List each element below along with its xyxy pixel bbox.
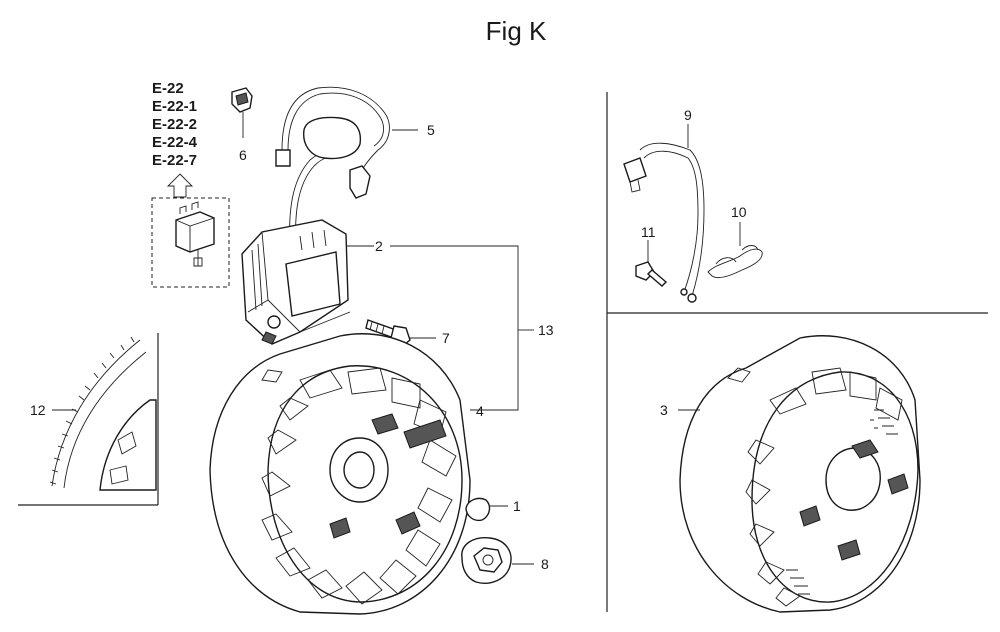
callout-5: 5	[427, 122, 435, 138]
part-4-flywheel	[209, 333, 471, 615]
callout-12: 12	[30, 402, 46, 418]
part-3-flywheel	[678, 335, 921, 613]
inset-box	[151, 197, 230, 288]
callout-4: 4	[476, 403, 484, 419]
part-10-clamp	[707, 222, 763, 279]
part-12-ring-gear	[49, 336, 157, 491]
callout-6: 6	[239, 147, 247, 163]
bracket-2-13	[390, 245, 519, 411]
callout-7: 7	[442, 330, 450, 346]
callout-8: 8	[541, 556, 549, 572]
up-arrow-icon	[166, 173, 194, 198]
reference-list: E-22 E-22-1 E-22-2 E-22-4 E-22-7	[152, 80, 198, 169]
part-5-ignition-lead	[275, 86, 418, 251]
reference-code: E-22-1	[152, 98, 197, 115]
callout-11: 11	[641, 224, 656, 240]
callout-10: 10	[731, 204, 747, 220]
reference-code: E-22-7	[152, 152, 197, 169]
callout-1: 1	[513, 498, 521, 514]
connector-illustration	[175, 201, 215, 267]
callout-3: 3	[660, 402, 668, 418]
callout-13: 13	[538, 322, 554, 338]
reference-code: E-22-4	[152, 134, 198, 151]
part-2-ignition-coil	[241, 219, 374, 345]
part-9-harness	[623, 124, 705, 303]
part-6-clip	[231, 87, 253, 138]
reference-code: E-22	[152, 80, 184, 97]
part-8-nut	[461, 537, 534, 584]
part-1-key	[465, 497, 508, 522]
reference-code: E-22-2	[152, 116, 197, 133]
callout-9: 9	[684, 107, 692, 123]
callout-2: 2	[375, 238, 383, 254]
part-11-screw	[635, 240, 668, 287]
figure-title: Fig K	[486, 16, 547, 46]
